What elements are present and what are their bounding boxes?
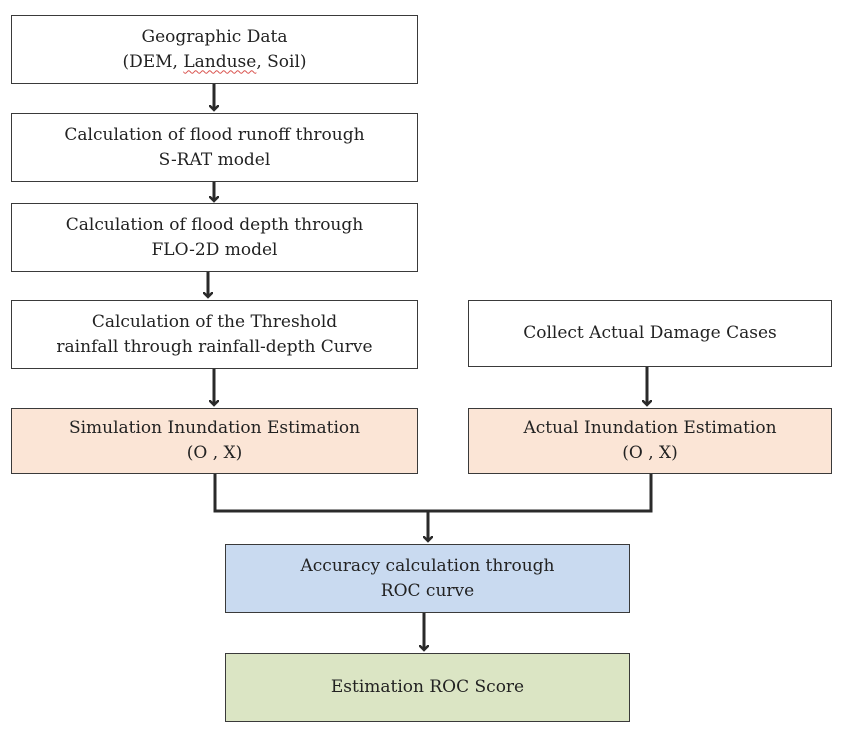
actual-estimation-line2: (O , X) (622, 443, 678, 463)
threshold-rainfall-line2: rainfall through rainfall-depth Curve (56, 336, 373, 357)
threshold-rainfall-line1: Calculation of the Threshold (91, 311, 338, 332)
flood-depth-line2: FLO-2D model (151, 239, 278, 260)
connector-merge-estimations (213, 474, 653, 513)
accuracy-calculation-line2: ROC curve (380, 580, 475, 601)
collect-damage-label: Collect Actual Damage Cases (523, 323, 777, 343)
simulation-estimation-line1: Simulation Inundation Estimation (68, 418, 361, 438)
roc-score-label: Estimation ROC Score (330, 677, 525, 697)
geographic-data-title: Geographic Data (141, 26, 288, 47)
actual-estimation-line1: Actual Inundation Estimation (523, 418, 777, 438)
actual-estimation-box: Actual Inundation Estimation (O , X) (468, 408, 832, 474)
landuse-word: Landuse (183, 51, 257, 72)
flood-runoff-box: Calculation of flood runoff through S-RA… (11, 113, 418, 182)
collect-damage-box: Collect Actual Damage Cases (468, 300, 832, 367)
flood-runoff-line1: Calculation of flood runoff through (64, 124, 365, 145)
geographic-data-list: (DEM, Landuse, Soil) (122, 51, 307, 72)
flood-depth-box: Calculation of flood depth through FLO-2… (11, 203, 418, 272)
accuracy-calculation-box: Accuracy calculation through ROC curve (225, 544, 630, 613)
geographic-data-box: Geographic Data (DEM, Landuse, Soil) (11, 15, 418, 84)
flood-runoff-line2: S-RAT model (158, 149, 271, 170)
accuracy-calculation-line1: Accuracy calculation through (300, 555, 555, 576)
simulation-estimation-box: Simulation Inundation Estimation (O , X) (11, 408, 418, 474)
simulation-estimation-line2: (O , X) (186, 443, 243, 463)
flood-depth-line1: Calculation of flood depth through (65, 214, 364, 235)
threshold-rainfall-box: Calculation of the Threshold rainfall th… (11, 300, 418, 369)
roc-score-box: Estimation ROC Score (225, 653, 630, 722)
